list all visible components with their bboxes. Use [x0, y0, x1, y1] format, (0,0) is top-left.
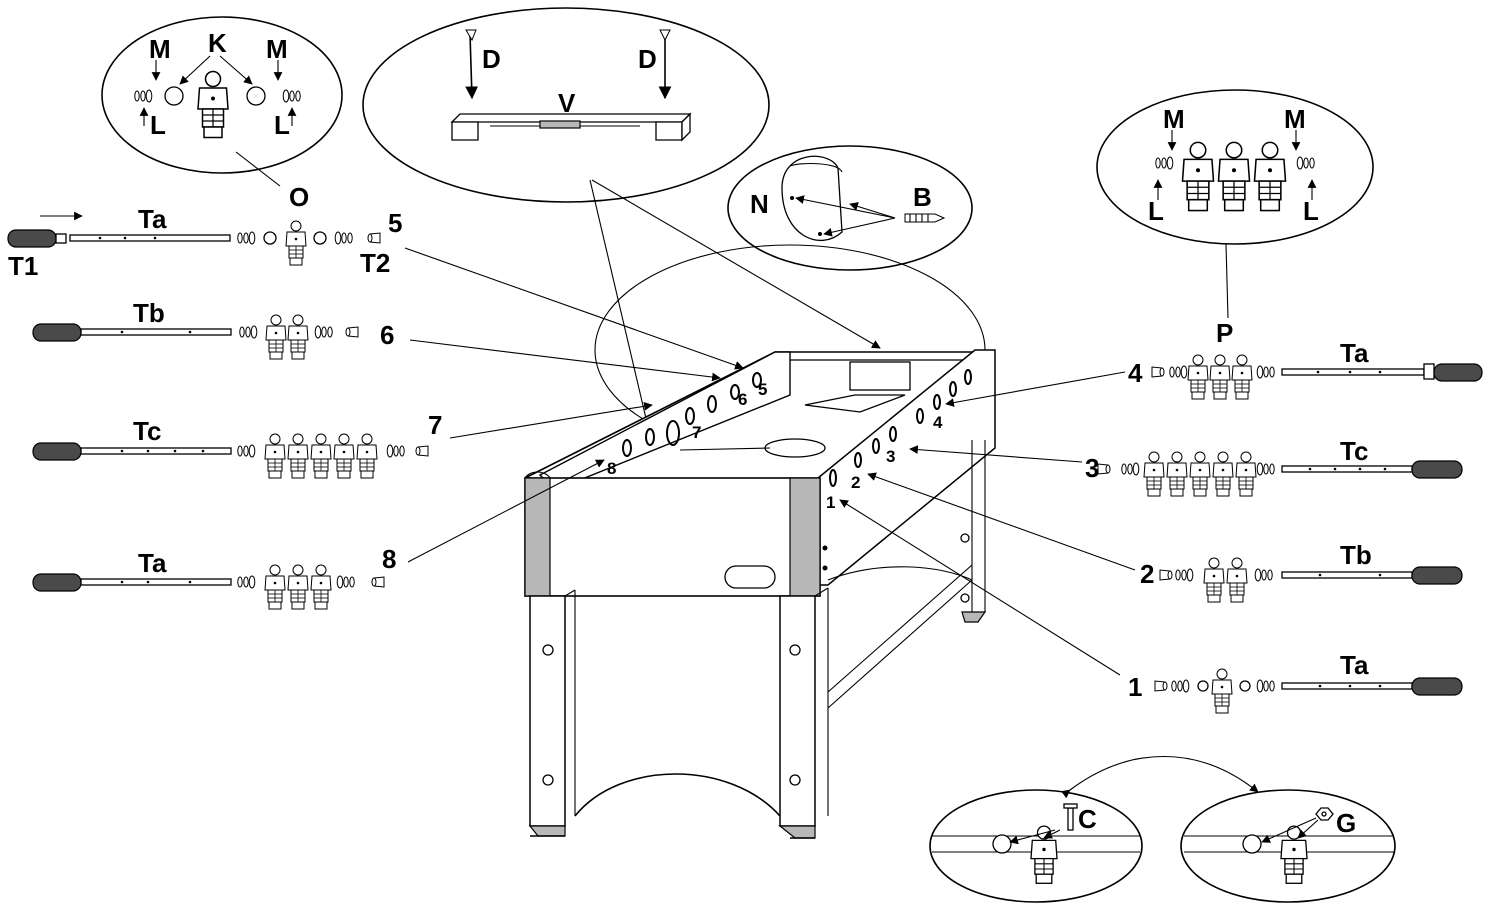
foosball-table: 5 6 7 8 4 3 2 1 — [524, 244, 996, 839]
rod-number-1: 1 — [1128, 672, 1142, 702]
rod-label-Ta: Ta — [1340, 338, 1369, 368]
label-M: M — [1284, 104, 1306, 134]
label-L: L — [150, 110, 166, 140]
label-N: N — [750, 189, 769, 219]
rod-number-7: 7 — [428, 410, 442, 440]
label-K: K — [208, 28, 227, 58]
rod-label-Tc: Tc — [1340, 436, 1368, 466]
hole-label-7: 7 — [692, 423, 701, 442]
rod-5-assembly: Ta O 5 T1 T2 — [7, 182, 744, 370]
detail-bubble-ball-return: N B — [727, 145, 973, 271]
rod-label-Tb: Tb — [133, 298, 165, 328]
rod-number-2: 2 — [1140, 559, 1154, 589]
hole-label-1: 1 — [826, 493, 835, 512]
rod-label-Ta: Ta — [138, 204, 167, 234]
label-T1: T1 — [8, 251, 38, 281]
label-B: B — [913, 182, 932, 212]
label-L: L — [1148, 196, 1164, 226]
rod-6-assembly: Tb 6 — [32, 298, 721, 382]
rod-2-assembly: Tb 2 — [867, 472, 1463, 603]
rod-number-8: 8 — [382, 544, 396, 574]
label-P: P — [1216, 318, 1233, 348]
label-L: L — [1303, 196, 1319, 226]
rod-7-assembly: Tc 7 — [32, 401, 653, 479]
rod-label-Tc: Tc — [133, 416, 161, 446]
rod-1-assembly: Ta 1 — [839, 499, 1463, 714]
hole-label-3: 3 — [886, 447, 895, 466]
rod-4-assembly: P Ta 4 — [945, 318, 1483, 407]
rod-label-Tb: Tb — [1340, 540, 1372, 570]
label-C: C — [1078, 804, 1097, 834]
rod-3-assembly: Tc 3 — [909, 436, 1463, 497]
rod-number-4: 4 — [1128, 358, 1143, 388]
detail-bubble-bumpers-right: M M L L — [1096, 89, 1374, 319]
label-G: G — [1336, 808, 1356, 838]
label-M: M — [1163, 104, 1185, 134]
label-O: O — [289, 182, 309, 212]
rod-label-Ta: Ta — [138, 548, 167, 578]
label-D: D — [638, 44, 657, 74]
hole-label-5: 5 — [758, 380, 767, 399]
rod-8-assembly: Ta 8 — [32, 459, 605, 610]
hole-label-8: 8 — [607, 459, 616, 478]
detail-bubble-bumpers-left: M K M L L — [101, 16, 343, 187]
hole-label-2: 2 — [851, 473, 860, 492]
label-V: V — [558, 88, 576, 118]
label-T2: T2 — [360, 248, 390, 278]
label-M: M — [149, 34, 171, 64]
label-M: M — [266, 34, 288, 64]
connector-arc — [1061, 756, 1259, 799]
detail-bubble-nut-G: G — [1180, 789, 1396, 903]
rod-number-5: 5 — [388, 208, 402, 238]
detail-bubble-screw-C: C — [929, 789, 1143, 903]
rod-number-3: 3 — [1085, 453, 1099, 483]
rod-number-6: 6 — [380, 320, 394, 350]
label-L: L — [274, 110, 290, 140]
detail-bubble-goal-bracket: D D V — [362, 7, 881, 479]
label-D: D — [482, 44, 501, 74]
hole-label-4: 4 — [933, 413, 943, 432]
hole-label-6: 6 — [738, 390, 747, 409]
rod-label-Ta: Ta — [1340, 650, 1369, 680]
